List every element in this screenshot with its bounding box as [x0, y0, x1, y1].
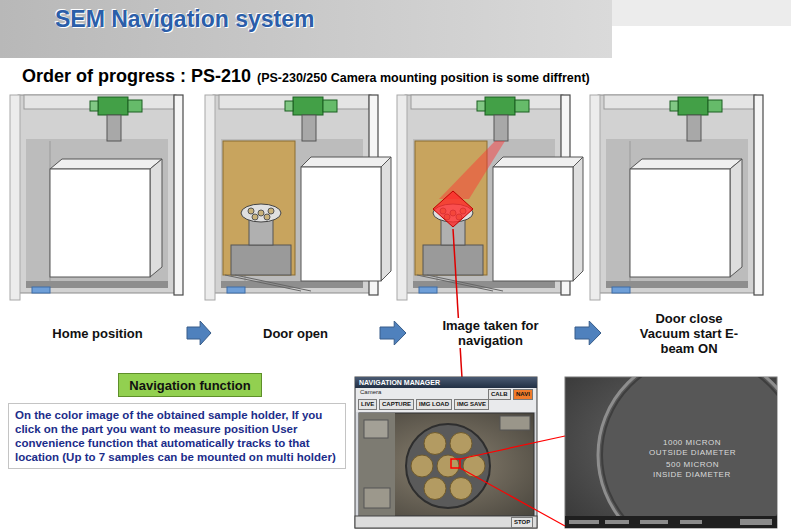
step-label: Image taken for navigation [408, 313, 573, 353]
sem-image [598, 377, 777, 516]
image-text-text: 500 MICRON [666, 460, 719, 469]
leader-line [453, 229, 462, 378]
function-badge: Navigation function [118, 373, 262, 397]
navigation-window [364, 420, 388, 438]
image-text: 1000 MICRON [663, 438, 721, 447]
description-box-text: On the color image of the obtained sampl… [15, 408, 339, 464]
sem-image [569, 520, 599, 524]
image-text-text: OUTSIDE DIAMETER [649, 448, 736, 457]
navigation-window [450, 433, 472, 455]
image-text-text: 1000 MICRON [663, 438, 721, 447]
step-label-text: Door open [261, 326, 330, 341]
toolbar-button-text: CAPTURE [382, 401, 411, 408]
section-heading-text: Order of progress : PS-210 [22, 66, 251, 87]
flow-arrow [575, 321, 601, 345]
step-label-text: Home position [50, 326, 144, 341]
toolbar-button-text: IMG SAVE [457, 401, 486, 408]
image-text: 500 MICRON [666, 460, 719, 469]
toolbar-button: STOP [511, 517, 533, 528]
camera-beam [433, 191, 473, 227]
toolbar-button: CAPTURE [379, 399, 414, 410]
app-window: NAVIGATION MANAGER LIVE CAPTURE IMG LOAD IMG… [355, 377, 537, 528]
navigation-window [406, 424, 490, 508]
toolbar-button: IMG LOAD [416, 399, 452, 410]
navigation-window [355, 377, 537, 528]
sem-image [565, 353, 791, 532]
toolbar-button-text: NAVI [516, 391, 530, 398]
title-bar [612, 0, 791, 26]
step-label: Home position [10, 313, 185, 353]
navigation-window [450, 478, 472, 500]
step-label: Door open [213, 313, 378, 353]
title-bar [0, 0, 612, 58]
toolbar-button: LIVE [358, 399, 377, 410]
flow-arrow [380, 321, 406, 345]
note-text-text: (PS-230/250 Camera mounting position is … [257, 71, 590, 85]
door-open [223, 141, 391, 291]
sem-image [605, 520, 629, 524]
step-label-text: Image taken for navigation [421, 318, 560, 348]
machine-home [10, 95, 190, 300]
sem-image [598, 377, 777, 516]
sem-image [565, 516, 777, 528]
sem-image [740, 519, 772, 525]
toolbar-button: IMG SAVE [454, 399, 489, 410]
function-badge-text: Navigation function [129, 378, 250, 393]
page-title: SEM Navigation system [55, 6, 314, 33]
navigation-window [424, 433, 446, 455]
toolbar-button: NAVI [513, 389, 533, 400]
camera-beam [439, 141, 505, 199]
section-heading: Order of progress : PS-210 [22, 66, 251, 87]
step-label: Door close Vacuum start E-beam ON [603, 303, 775, 363]
page-title-text: SEM Navigation system [55, 6, 314, 33]
description-box: On the color image of the obtained sampl… [8, 403, 346, 469]
navigation-window [411, 455, 433, 477]
door-closed [50, 159, 162, 277]
navigation-window [355, 516, 537, 528]
navigation-window [364, 488, 390, 508]
navigation-window [463, 455, 485, 477]
door-open [415, 141, 583, 291]
toolbar-button-text: STOP [514, 519, 530, 526]
door-closed [630, 159, 742, 277]
group-label: Camera [360, 389, 381, 395]
navigation-window [355, 377, 537, 528]
navigation-window [355, 377, 537, 388]
toolbar-button: CALB [488, 389, 511, 400]
navigation-window [359, 413, 534, 516]
leader-line [460, 436, 565, 459]
image-text-text: INSIDE DIAMETER [653, 470, 731, 479]
toolbar-button-text: LIVE [361, 401, 374, 408]
navigation-window [451, 459, 460, 468]
machine-ready [590, 95, 770, 300]
app-window-text: NAVIGATION MANAGER [359, 379, 533, 387]
group-label-text: Camera [360, 389, 381, 395]
navigation-window [500, 416, 530, 430]
flow-arrow [187, 321, 211, 345]
sem-image [680, 520, 702, 524]
toolbar-button-text: CALB [491, 391, 508, 398]
image-text: INSIDE DIAMETER [653, 470, 731, 479]
navigation-window [359, 413, 395, 516]
navigation-window [437, 455, 459, 477]
note-text: (PS-230/250 Camera mounting position is … [257, 71, 590, 85]
sem-image [640, 520, 668, 524]
step-label-text: Door close Vacuum start E-beam ON [637, 311, 741, 356]
sem-image [602, 377, 777, 516]
navigation-window [424, 478, 446, 500]
navigation-window [356, 388, 536, 412]
image-text: OUTSIDE DIAMETER [649, 448, 736, 457]
toolbar-button-text: IMG LOAD [419, 401, 449, 408]
camera-beam [433, 141, 505, 227]
